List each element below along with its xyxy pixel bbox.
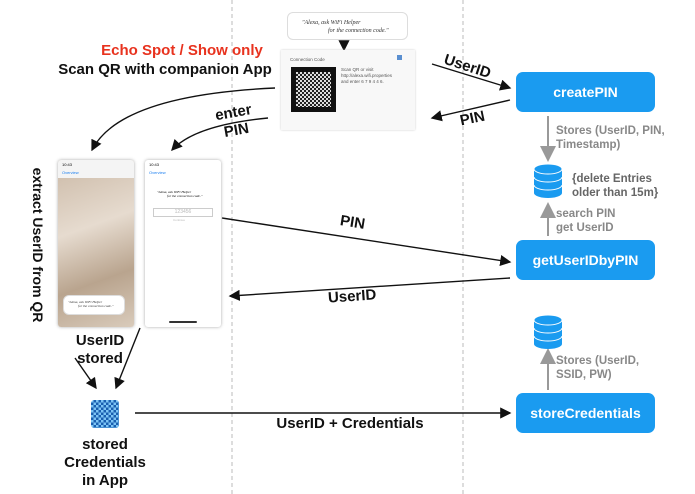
- stores-pin-note: Stores (UserID, PIN, Timestamp): [556, 124, 665, 152]
- line: Timestamp): [556, 139, 621, 151]
- arrow: [114, 327, 141, 390]
- line: for the connection code.": [78, 304, 114, 308]
- arrow-pin-to-get: [221, 217, 512, 267]
- note-line: for the connection code.": [328, 28, 389, 34]
- line: Stores (UserID,: [556, 355, 640, 367]
- qr-credentials-icon: [91, 400, 119, 428]
- cleanup-note: {delete Entries older than 15m}: [572, 172, 658, 200]
- line: in App: [81, 472, 129, 489]
- get-userid-by-pin-node: getUserIDbyPIN: [516, 240, 655, 280]
- line: older than 15m}: [572, 187, 659, 199]
- store-credentials-node: storeCredentials: [516, 393, 655, 433]
- credentials-label: UserID + Credentials: [276, 415, 424, 432]
- line: "Alexa, ask WiFi Helper: [68, 300, 103, 304]
- arrow-userid-to-create: [431, 63, 512, 91]
- line: {delete Entries: [572, 173, 652, 185]
- pin-label: PIN: [338, 212, 367, 233]
- arrow-userid-from-get: [228, 277, 511, 301]
- status-time: 10:43: [62, 162, 73, 167]
- qr-code: [291, 67, 336, 112]
- pin-input[interactable]: 123456: [153, 208, 213, 217]
- continue-button[interactable]: Continue: [173, 218, 186, 222]
- line: stored: [82, 436, 128, 453]
- create-pin-node: createPIN: [516, 72, 655, 112]
- note-line: "Alexa, ask WiFi Helper: [302, 20, 361, 26]
- extract-userid-label: extract UserID from QR: [30, 167, 46, 323]
- line: stored: [77, 350, 123, 367]
- arrow-pin-from-create: [430, 99, 511, 122]
- line: for the connection code.": [167, 194, 203, 198]
- logo-icon: [397, 55, 402, 60]
- line: search PIN: [556, 208, 616, 220]
- userid-label: UserID: [327, 286, 377, 307]
- arrow-scan: [91, 87, 276, 152]
- database-icon: [533, 163, 563, 198]
- database-icon: [533, 314, 563, 349]
- back-button[interactable]: Overview: [149, 170, 166, 175]
- status-time: 10:43: [149, 162, 160, 167]
- scan-qr-label: Scan QR with companion App: [58, 61, 272, 78]
- echo-title: Connection Code: [290, 57, 325, 62]
- echo-screen: Connection Code Scan QR or visit http://…: [281, 50, 415, 130]
- line: SSID, PW): [556, 369, 612, 381]
- arrow: [74, 357, 97, 390]
- line: "Alexa, ask WiFi Helper: [157, 190, 192, 194]
- echo-only-label: Echo Spot / Show only: [101, 42, 263, 59]
- arrow-enter-pin: [171, 117, 269, 152]
- search-note: search PIN get UserID: [556, 207, 615, 235]
- echo-instructions: Scan QR or visit http://alexa.wifi.prope…: [341, 67, 393, 84]
- back-button[interactable]: Overview: [62, 170, 79, 175]
- home-indicator: [169, 321, 197, 323]
- line: Stores (UserID, PIN,: [556, 125, 665, 137]
- line: get UserID: [556, 222, 614, 234]
- line: UserID: [75, 332, 125, 349]
- stores-creds-note: Stores (UserID, SSID, PW): [556, 354, 639, 382]
- speech-bubble: "Alexa, ask WiFi Helper for the connectio…: [287, 12, 408, 40]
- line: Credentials: [64, 454, 146, 471]
